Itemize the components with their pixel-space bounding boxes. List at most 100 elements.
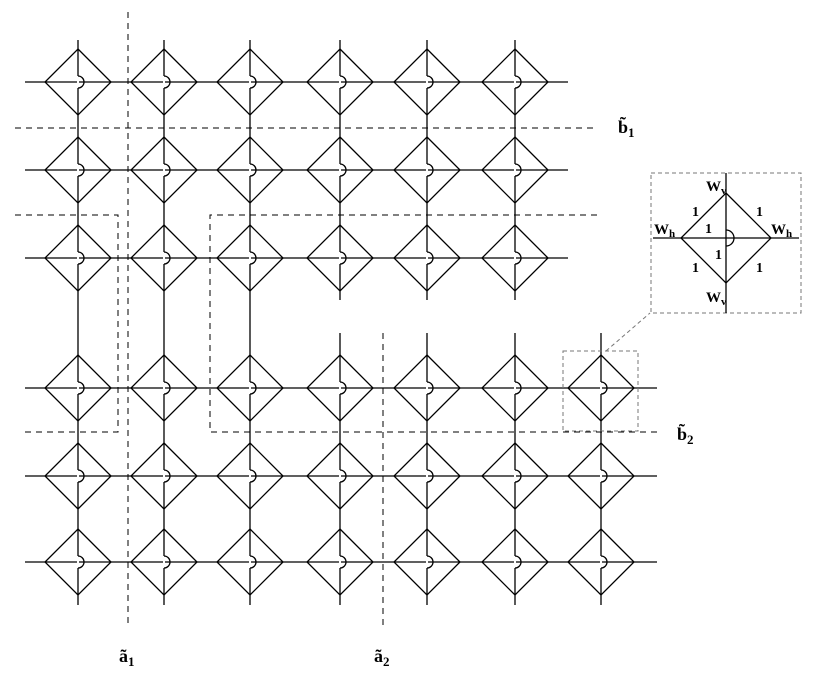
diamond bbox=[306, 354, 374, 422]
crossing-bump bbox=[249, 555, 257, 569]
vertical-lines bbox=[77, 40, 602, 605]
diamond-gadget bbox=[44, 136, 112, 204]
diamond-gadget bbox=[216, 48, 284, 116]
crossing-gap bbox=[339, 76, 341, 88]
crossing-gap bbox=[514, 164, 516, 176]
diamond bbox=[216, 224, 284, 292]
crossing-bump bbox=[163, 381, 171, 395]
crossing-gap bbox=[249, 382, 251, 394]
crossing-bump bbox=[163, 555, 171, 569]
crossing-bump bbox=[77, 381, 85, 395]
label-a2: ã2 bbox=[374, 646, 390, 669]
crossing-bump bbox=[514, 75, 522, 89]
diamond-gadget bbox=[393, 48, 461, 116]
crossing-gap bbox=[249, 252, 251, 264]
crossing-bump bbox=[77, 75, 85, 89]
crossing-bump bbox=[339, 381, 347, 395]
inset-weight-upper-right: 1 bbox=[756, 205, 763, 220]
crossing-gap bbox=[600, 382, 602, 394]
crossing-gap bbox=[77, 470, 79, 482]
diamond bbox=[481, 136, 549, 204]
crossing-bump bbox=[77, 555, 85, 569]
inset-wh-left: Wh bbox=[654, 222, 675, 240]
diamond bbox=[481, 442, 549, 510]
inset-weight-lower-right: 1 bbox=[756, 261, 763, 276]
diamond-gadget bbox=[130, 136, 198, 204]
crossing-gap bbox=[339, 252, 341, 264]
diamond bbox=[130, 442, 198, 510]
crossing-gap bbox=[249, 76, 251, 88]
diamond-gadget bbox=[130, 528, 198, 596]
diamond bbox=[130, 528, 198, 596]
label-b2: b̃2 bbox=[677, 424, 694, 447]
diamond-gadget bbox=[306, 136, 374, 204]
diamond bbox=[306, 224, 374, 292]
crossing-bump bbox=[77, 163, 85, 177]
crossing-gap bbox=[426, 470, 428, 482]
crossing-gap bbox=[163, 470, 165, 482]
crossing-gap bbox=[600, 556, 602, 568]
crossing-bump bbox=[163, 75, 171, 89]
diamond-gadget bbox=[306, 354, 374, 422]
cut-lines bbox=[15, 12, 660, 625]
crossing-gap bbox=[600, 470, 602, 482]
crossing-gap bbox=[426, 164, 428, 176]
diamond-gadget bbox=[44, 224, 112, 292]
crossing-gap bbox=[249, 470, 251, 482]
crossing-gap bbox=[426, 382, 428, 394]
label-a1: ã1 bbox=[119, 646, 135, 669]
crossing-gap bbox=[163, 382, 165, 394]
crossing-bump bbox=[600, 469, 608, 483]
crossing-bump bbox=[339, 163, 347, 177]
crossing-gap bbox=[339, 382, 341, 394]
diamond-gadget bbox=[44, 354, 112, 422]
diamond-gadget bbox=[393, 354, 461, 422]
crossing-bump bbox=[514, 163, 522, 177]
crossing-gap bbox=[163, 76, 165, 88]
diamond-gadget bbox=[216, 354, 284, 422]
crossing-gap bbox=[77, 556, 79, 568]
crossing-gap bbox=[249, 556, 251, 568]
crossing-bump bbox=[426, 75, 434, 89]
crossing-bump bbox=[426, 555, 434, 569]
cut-labels: ã1 ã2 b̃1 b̃2 bbox=[119, 117, 694, 669]
crossing-gap bbox=[426, 556, 428, 568]
crossing-bump bbox=[514, 469, 522, 483]
inset-crossing-bump bbox=[725, 229, 735, 247]
inset-wh-right: Wh bbox=[771, 222, 792, 240]
diamond-gadget bbox=[393, 442, 461, 510]
crossing-bump bbox=[77, 469, 85, 483]
crossing-gap bbox=[77, 164, 79, 176]
diamond-gadget bbox=[130, 354, 198, 422]
inset-gadget bbox=[653, 173, 799, 313]
crossing-gap bbox=[163, 164, 165, 176]
crossing-gap bbox=[339, 470, 341, 482]
diamond-gadget bbox=[306, 442, 374, 510]
diamond-gadget bbox=[481, 354, 549, 422]
diamond-gadget bbox=[306, 528, 374, 596]
diamond bbox=[567, 442, 635, 510]
crossing-bump bbox=[426, 469, 434, 483]
diamond bbox=[44, 48, 112, 116]
diamond-gadget bbox=[130, 224, 198, 292]
crossing-bump bbox=[163, 251, 171, 265]
diamond bbox=[306, 48, 374, 116]
crossing-bump bbox=[426, 381, 434, 395]
zoom-connector bbox=[605, 312, 651, 352]
crossing-bump bbox=[600, 555, 608, 569]
diamond bbox=[481, 354, 549, 422]
diamond bbox=[306, 442, 374, 510]
diamond-gadget bbox=[216, 442, 284, 510]
crossing-bump bbox=[339, 469, 347, 483]
cut-left-region bbox=[15, 214, 119, 433]
diamond-gadget bbox=[130, 48, 198, 116]
crossing-bump bbox=[426, 163, 434, 177]
diamond bbox=[393, 354, 461, 422]
diamond bbox=[44, 442, 112, 510]
zoom-indicator bbox=[562, 172, 802, 432]
crossing-gap bbox=[77, 382, 79, 394]
cut-b2 bbox=[209, 214, 660, 433]
diamond-gadget bbox=[567, 354, 635, 422]
diamond-gadget bbox=[567, 528, 635, 596]
crossing-gap bbox=[426, 76, 428, 88]
